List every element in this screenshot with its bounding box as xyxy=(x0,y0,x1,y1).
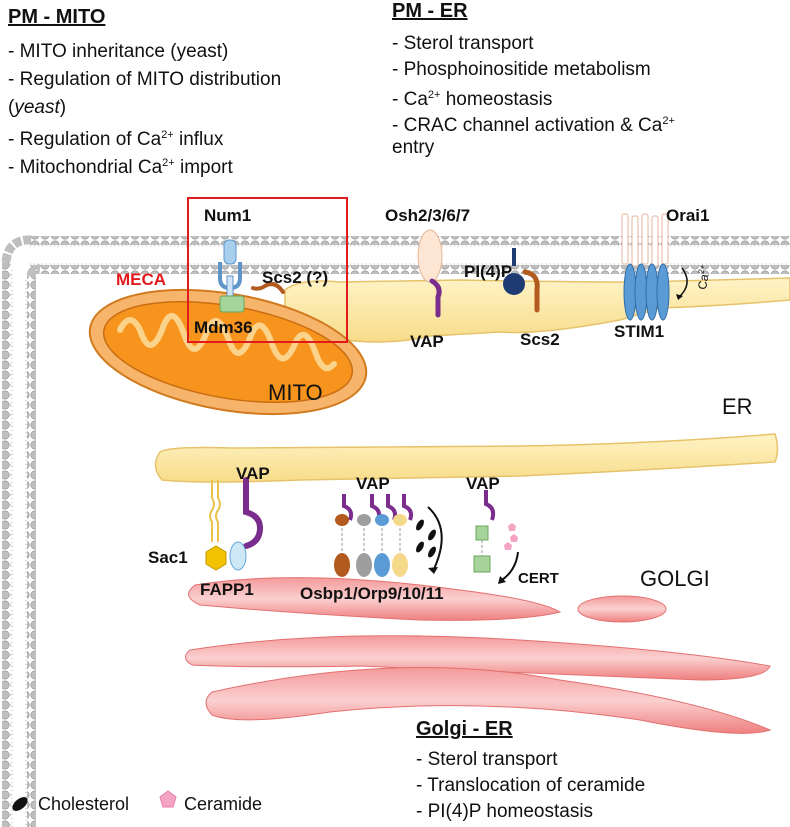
legend-ceramide-mark xyxy=(159,790,177,808)
label-vap-b: VAP xyxy=(356,474,390,493)
label-golgi: GOLGI xyxy=(640,566,710,591)
label-orai1: Orai1 xyxy=(666,206,710,225)
cert-domain-1 xyxy=(475,525,489,541)
mitochondrion xyxy=(88,288,368,416)
label-pi4p: PI(4)P xyxy=(464,262,513,281)
ceramide-cluster xyxy=(504,523,518,550)
vap-fapp1 xyxy=(243,477,264,549)
osbp-cluster xyxy=(334,494,414,577)
pm-er-title: PM - ER xyxy=(392,0,468,22)
legend-ceramide: Ceramide xyxy=(184,794,263,814)
label-cert: CERT xyxy=(518,570,559,587)
legend-cholesterol-mark xyxy=(12,797,28,811)
label-osbp: Osbp1/Orp9/10/11 xyxy=(300,584,444,603)
cert-domain-2 xyxy=(473,555,491,573)
er-tubule-golgi xyxy=(154,433,779,483)
vap-pm xyxy=(429,278,442,318)
label-scs2: Scs2 xyxy=(520,330,560,349)
golgi-er-item-1: - Sterol transport xyxy=(416,749,558,770)
pm-er-item-4: - CRAC channel activation & Ca2+ xyxy=(392,115,675,136)
sterol-transport-arrow xyxy=(427,506,443,570)
plasma-membrane xyxy=(1,235,790,827)
stim1-protein xyxy=(623,263,670,321)
fapp1-protein xyxy=(229,541,247,571)
pm-er-item-3: - Ca2+ homeostasis xyxy=(392,89,553,110)
label-stim1: STIM1 xyxy=(614,322,665,341)
label-scs2-q: Scs2 (?) xyxy=(262,268,329,287)
pm-er-item-1: - Sterol transport xyxy=(392,33,534,54)
pi4p-headgroup xyxy=(503,273,525,295)
label-sac1: Sac1 xyxy=(148,548,188,567)
osh-protein xyxy=(417,229,443,283)
meca-box xyxy=(187,197,348,343)
label-meca: MECA xyxy=(116,270,167,289)
golgi-er-item-3: - PI(4)P homeostasis xyxy=(416,801,594,822)
sac1-protein xyxy=(205,480,227,571)
pm-mito-title: PM - MITO xyxy=(8,6,106,28)
golgi-apparatus xyxy=(185,577,772,734)
vap-cert xyxy=(484,490,496,521)
label-fapp1: FAPP1 xyxy=(200,580,254,599)
orai1-channel xyxy=(621,213,669,267)
label-mdm36: Mdm36 xyxy=(194,318,253,337)
ceramide-transport-arrow xyxy=(501,551,519,581)
cholesterol-cluster xyxy=(416,519,436,558)
pm-er-item-2: - Phosphoinositide metabolism xyxy=(392,59,651,80)
num1-protein xyxy=(218,239,242,297)
label-osh: Osh2/3/6/7 xyxy=(385,206,471,225)
pm-mito-item-1: - MITO inheritance (yeast) xyxy=(8,41,229,62)
pm-mito-item-3: (yeast) xyxy=(8,97,67,118)
pm-mito-item-5: - Mitochondrial Ca2+ import xyxy=(8,157,233,178)
label-num1: Num1 xyxy=(204,206,252,225)
pm-mito-item-2: - Regulation of MITO distribution xyxy=(8,69,282,90)
label-vap-a: VAP xyxy=(236,464,270,483)
scs2-mito xyxy=(251,282,285,294)
label-mito: MITO xyxy=(268,380,323,405)
golgi-er-title: Golgi - ER xyxy=(416,718,513,740)
label-vap-c: VAP xyxy=(466,474,500,493)
pm-mito-item-4: - Regulation of Ca2+ influx xyxy=(8,129,224,150)
legend-cholesterol: Cholesterol xyxy=(38,794,130,814)
label-er: ER xyxy=(722,394,753,419)
golgi-er-item-2: - Translocation of ceramide xyxy=(416,775,646,796)
label-vap-pm: VAP xyxy=(410,332,444,351)
scs2-pm xyxy=(522,269,540,313)
pm-er-item-5: entry xyxy=(392,137,435,158)
mdm36-protein xyxy=(219,295,245,313)
